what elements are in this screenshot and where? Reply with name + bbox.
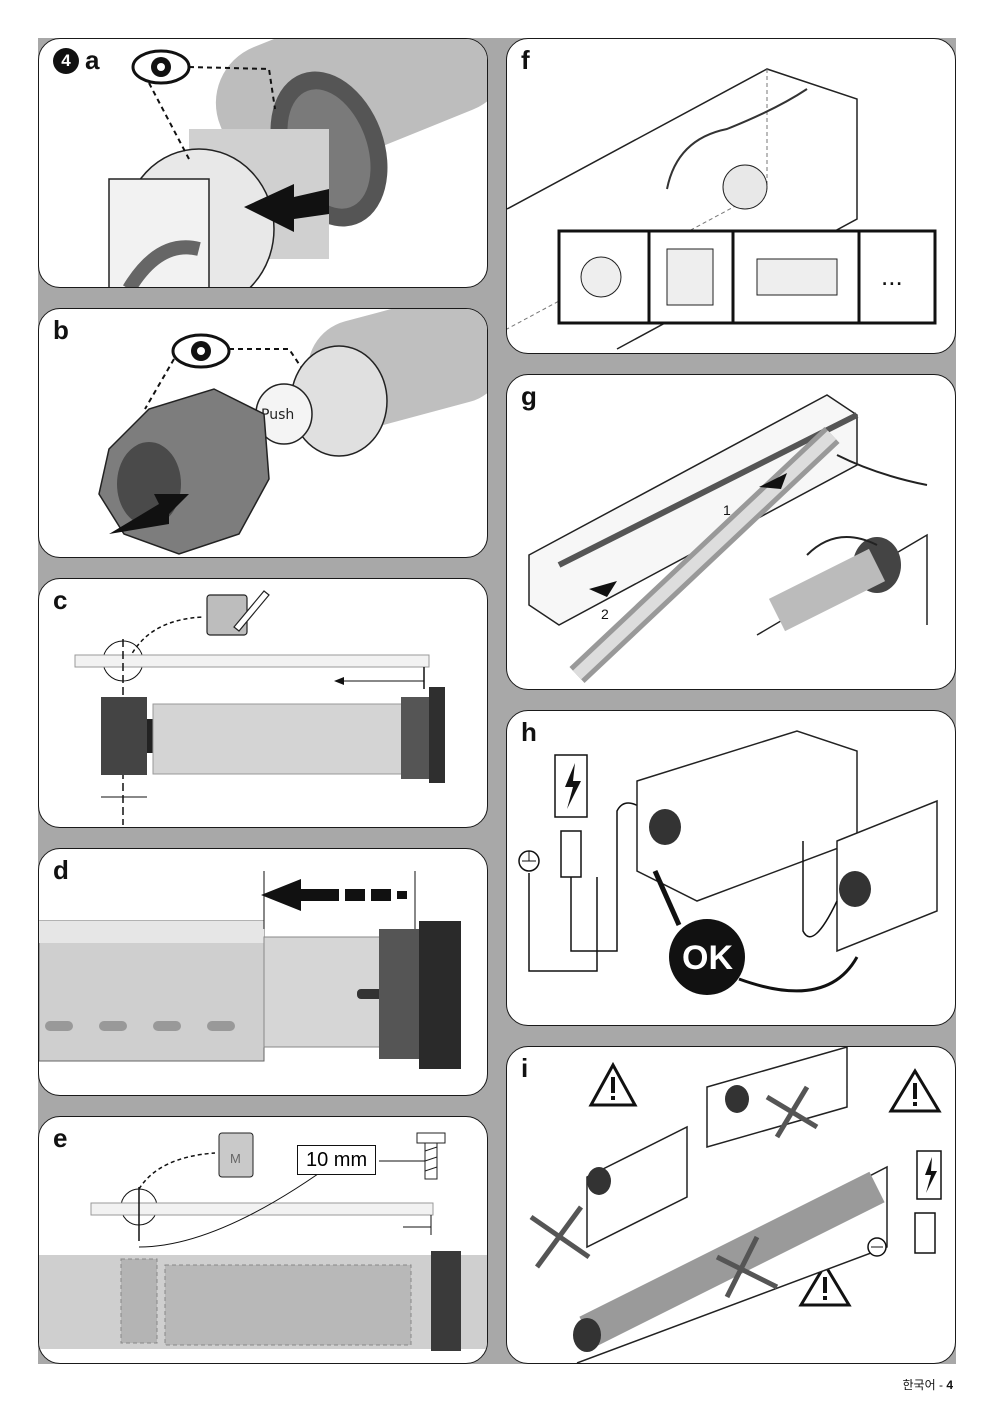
panel-label: d xyxy=(53,855,69,885)
warning-icon xyxy=(888,1068,942,1113)
notepad-pencil-icon xyxy=(206,590,270,636)
panel-label: b xyxy=(53,315,69,345)
panel-f: ... f xyxy=(506,38,956,354)
panel-h: OK h xyxy=(506,710,956,1026)
step-2-label: 2 xyxy=(601,606,609,622)
step-1-label: 1 xyxy=(723,502,731,518)
wiring-warning-illustration xyxy=(529,1047,942,1363)
eye-icon xyxy=(171,333,231,369)
page-footer: 한국어 - 4 xyxy=(902,1378,953,1392)
panel-label: c xyxy=(53,585,68,615)
eye-icon xyxy=(131,49,191,85)
warning-icon xyxy=(798,1262,852,1307)
push-label: Push xyxy=(261,407,294,423)
panel-b: Push b xyxy=(38,308,488,558)
electrical-connection-illustration: OK xyxy=(518,730,938,995)
panel-d: d xyxy=(38,848,488,1096)
step-number: 4 xyxy=(53,48,79,74)
motor-installation-illustration: 1 2 xyxy=(528,394,928,684)
ground-icon xyxy=(867,1237,887,1257)
ok-badge: OK xyxy=(682,939,733,977)
panel-label: e xyxy=(53,1123,68,1153)
measurement-illustration xyxy=(74,590,445,825)
wall-bracket-illustration: ... xyxy=(507,68,937,350)
ground-icon xyxy=(518,850,540,872)
motor-crown-illustration xyxy=(108,39,487,287)
panel-label: i xyxy=(521,1053,529,1083)
page-number: 4 xyxy=(946,1378,953,1392)
panel-g: 1 2 g xyxy=(506,374,956,690)
panel-e: M 10 mm e xyxy=(38,1116,488,1364)
cross-icon xyxy=(529,1205,591,1269)
tube-insertion-illustration xyxy=(39,871,461,1069)
screw-length-box: 10 mm xyxy=(297,1145,377,1175)
panel-c: c xyxy=(38,578,488,828)
panel-i: i xyxy=(506,1046,956,1364)
lightning-icon xyxy=(554,754,588,818)
lightning-icon xyxy=(916,1150,942,1200)
panel-label: g xyxy=(521,381,537,411)
adapter-wheel-illustration: Push xyxy=(98,309,487,555)
screw-fixing-illustration: M xyxy=(39,1132,487,1351)
more-options: ... xyxy=(881,261,903,291)
panel-label: f xyxy=(521,45,530,75)
screw-icon xyxy=(416,1132,446,1180)
cross-icon xyxy=(765,1085,819,1139)
memo-letter: M xyxy=(230,1151,241,1166)
panel-label: h xyxy=(521,717,537,747)
cross-icon xyxy=(715,1235,779,1299)
warning-icon xyxy=(588,1061,638,1107)
